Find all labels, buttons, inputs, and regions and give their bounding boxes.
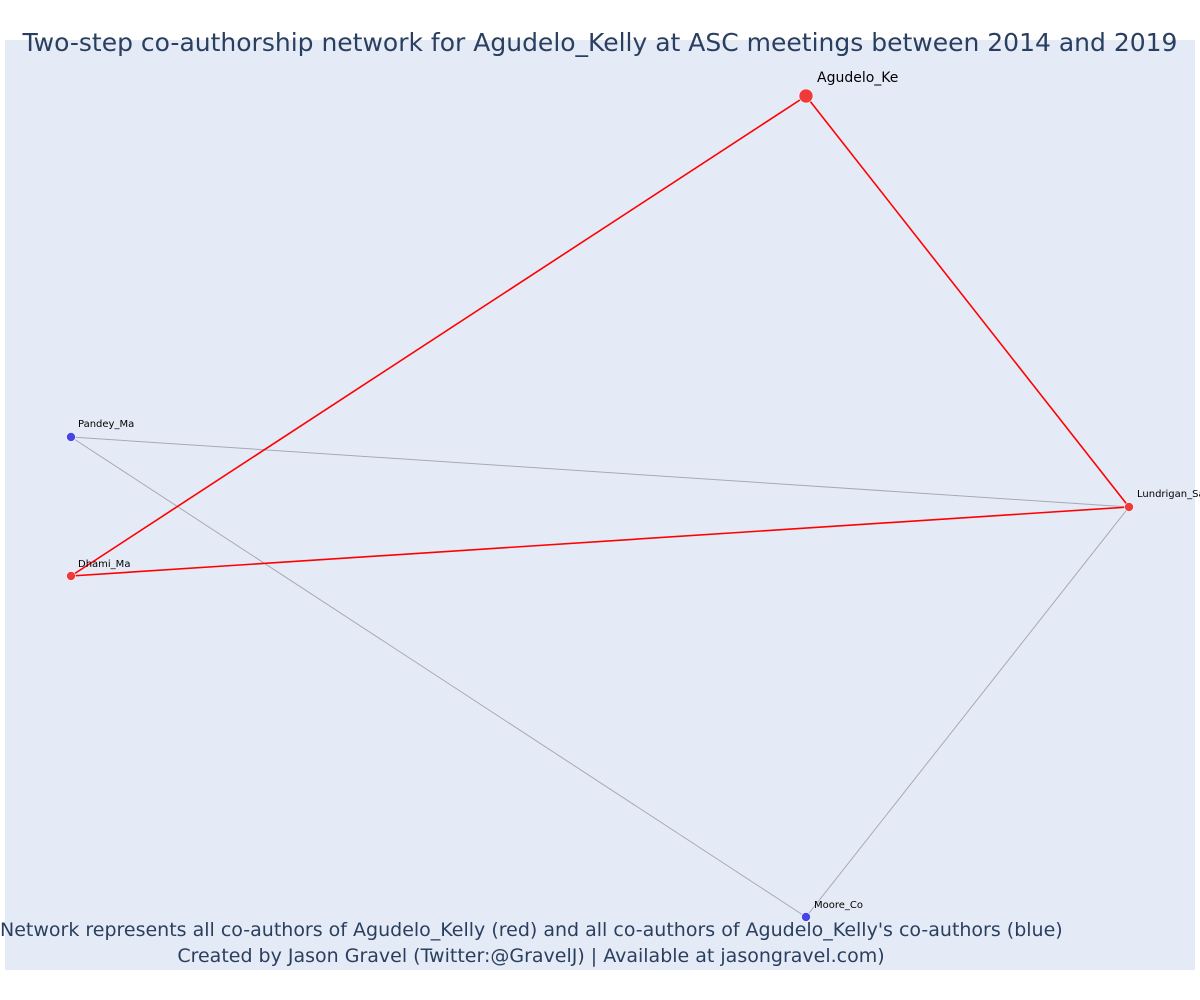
plot-area xyxy=(5,40,1195,970)
edge-pandey_ma-moore_co xyxy=(70,436,807,918)
edge-pandey_ma-lundrigan_sa xyxy=(70,436,1130,508)
edges-layer xyxy=(70,95,1130,918)
node-label-moore-co: Moore_Co xyxy=(814,900,863,911)
edge-moore_co-lundrigan_sa xyxy=(805,506,1130,918)
nodes-layer xyxy=(66,88,1134,922)
node-moore-co[interactable] xyxy=(801,912,811,922)
node-lundrigan-sa[interactable] xyxy=(1124,502,1134,512)
node-label-agudelo-ke: Agudelo_Ke xyxy=(817,70,898,86)
node-label-pandey-ma: Pandey_Ma xyxy=(78,419,134,430)
node-dhami-ma[interactable] xyxy=(66,571,76,581)
node-label-lundrigan-sa: Lundrigan_Sa xyxy=(1137,489,1200,500)
edge-agudelo_ke-dhami_ma xyxy=(70,95,807,577)
edge-agudelo_ke-lundrigan_sa xyxy=(805,95,1130,508)
edge-dhami_ma-lundrigan_sa xyxy=(70,506,1130,577)
chart-title: Two-step co-authorship network for Agude… xyxy=(22,28,1178,57)
node-agudelo-ke[interactable] xyxy=(798,88,814,104)
node-pandey-ma[interactable] xyxy=(66,432,76,442)
legend-note: Network represents all co-authors of Agu… xyxy=(0,919,1063,941)
node-label-dhami-ma: Dhami_Ma xyxy=(78,559,130,570)
credit-note: Created by Jason Gravel (Twitter:@Gravel… xyxy=(177,945,885,967)
